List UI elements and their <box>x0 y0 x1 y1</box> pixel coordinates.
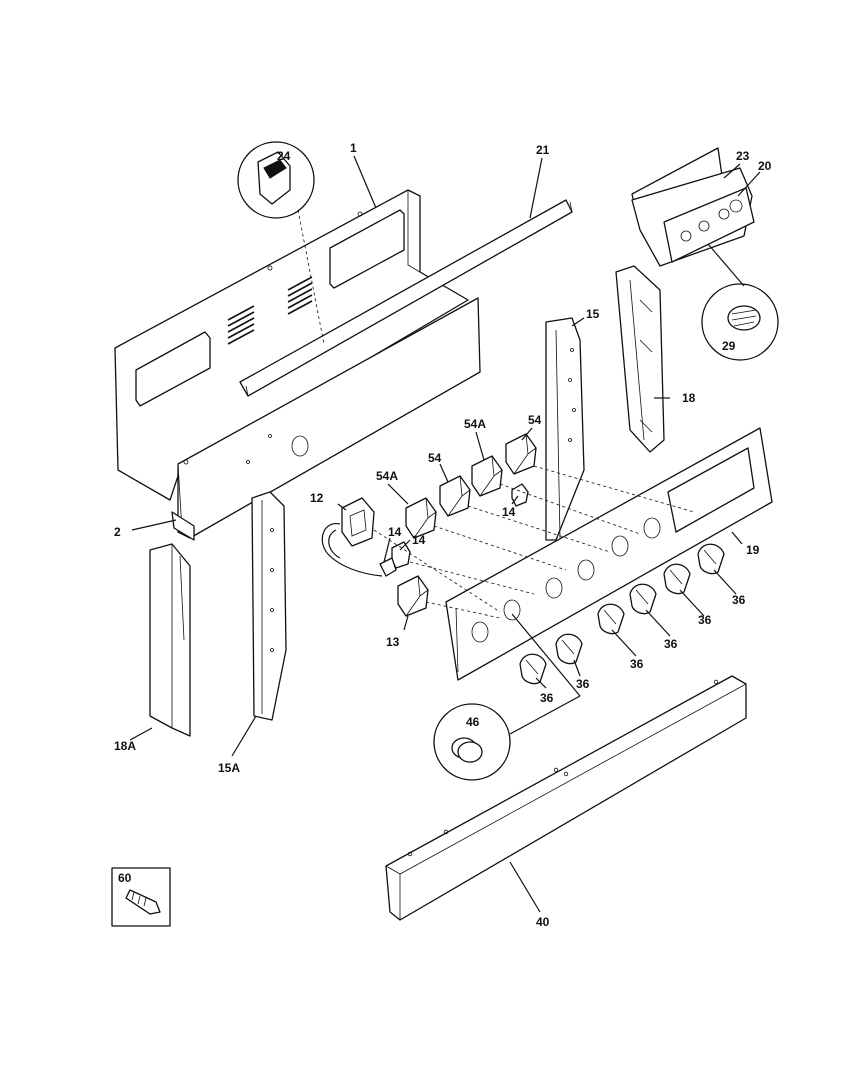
part-2-manifold-panel[interactable] <box>171 297 481 541</box>
callout-46: 46 <box>466 715 480 729</box>
callout-14-left: 14 <box>388 525 402 539</box>
callout-36-a: 36 <box>540 691 554 705</box>
callout-29: 29 <box>722 339 736 353</box>
part-20-clock[interactable] <box>663 187 755 263</box>
inset-24-rocker-switch[interactable] <box>237 141 315 219</box>
callout-40: 40 <box>536 915 550 929</box>
knob[interactable] <box>629 583 657 615</box>
callout-21: 21 <box>536 143 550 157</box>
callout-23: 23 <box>736 149 750 163</box>
part-13-igniter-switch[interactable] <box>397 575 429 617</box>
leader-lines <box>129 155 761 913</box>
callout-19: 19 <box>746 543 760 557</box>
dashed-assembly-lines <box>297 209 695 619</box>
callout-36-f: 36 <box>732 593 746 607</box>
knob[interactable] <box>519 653 547 685</box>
part-12-thermostat[interactable] <box>321 497 383 577</box>
callout-18: 18 <box>682 391 696 405</box>
callout-54-upper: 54 <box>528 413 542 427</box>
part-18-end-cap[interactable] <box>615 265 665 453</box>
callout-54-lower: 54 <box>428 451 442 465</box>
part-19-control-panel[interactable] <box>445 427 773 681</box>
callout-54A-lower: 54A <box>376 469 398 483</box>
valve-holes <box>471 517 661 643</box>
part-36-knobs[interactable] <box>519 543 725 685</box>
inset-60-screw[interactable] <box>111 867 171 927</box>
callout-18A: 18A <box>114 739 136 753</box>
callout-12: 12 <box>310 491 324 505</box>
part-14-switch-right[interactable] <box>511 483 529 507</box>
part-54A-switch-upper[interactable] <box>471 455 503 497</box>
inset-46-knob-part[interactable] <box>433 703 511 781</box>
part-14-switch-center[interactable] <box>379 541 411 577</box>
clock-window <box>667 447 755 533</box>
inset-29-clock-knob[interactable] <box>701 283 779 361</box>
callout-60: 60 <box>118 871 132 885</box>
part-15A-side-bracket[interactable] <box>251 491 287 721</box>
callout-20: 20 <box>758 159 772 173</box>
callout-36-b: 36 <box>576 677 590 691</box>
callout-13: 13 <box>386 635 400 649</box>
part-21-trim-strip[interactable] <box>239 199 573 397</box>
vent-slots-left <box>227 305 255 345</box>
callout-1: 1 <box>350 141 357 155</box>
callout-36-d: 36 <box>664 637 678 651</box>
callout-54A-upper: 54A <box>464 417 486 431</box>
callout-36-c: 36 <box>630 657 644 671</box>
part-1-back-panel[interactable] <box>114 189 469 501</box>
knob[interactable] <box>663 563 691 595</box>
part-54A-switch-lower[interactable] <box>405 497 437 539</box>
callout-2: 2 <box>114 525 121 539</box>
part-54-switch-upper[interactable] <box>505 433 537 475</box>
callout-36-e: 36 <box>698 613 712 627</box>
callout-14-right: 14 <box>502 505 516 519</box>
callout-labels: 24 1 21 23 20 29 15 18 54A 54 54 54A 14 … <box>114 141 772 929</box>
callout-14-center: 14 <box>412 533 426 547</box>
part-54-switch-lower[interactable] <box>439 475 471 517</box>
callout-15: 15 <box>586 307 600 321</box>
knob[interactable] <box>555 633 583 665</box>
part-15-side-bracket[interactable] <box>545 317 585 541</box>
knob[interactable] <box>697 543 725 575</box>
knob[interactable] <box>597 603 625 635</box>
callout-24: 24 <box>277 149 291 163</box>
part-18A-end-cap[interactable] <box>149 543 191 737</box>
part-40-bottom-trim[interactable] <box>385 675 747 921</box>
callout-15A: 15A <box>218 761 240 775</box>
vent-slots-right <box>287 276 313 315</box>
